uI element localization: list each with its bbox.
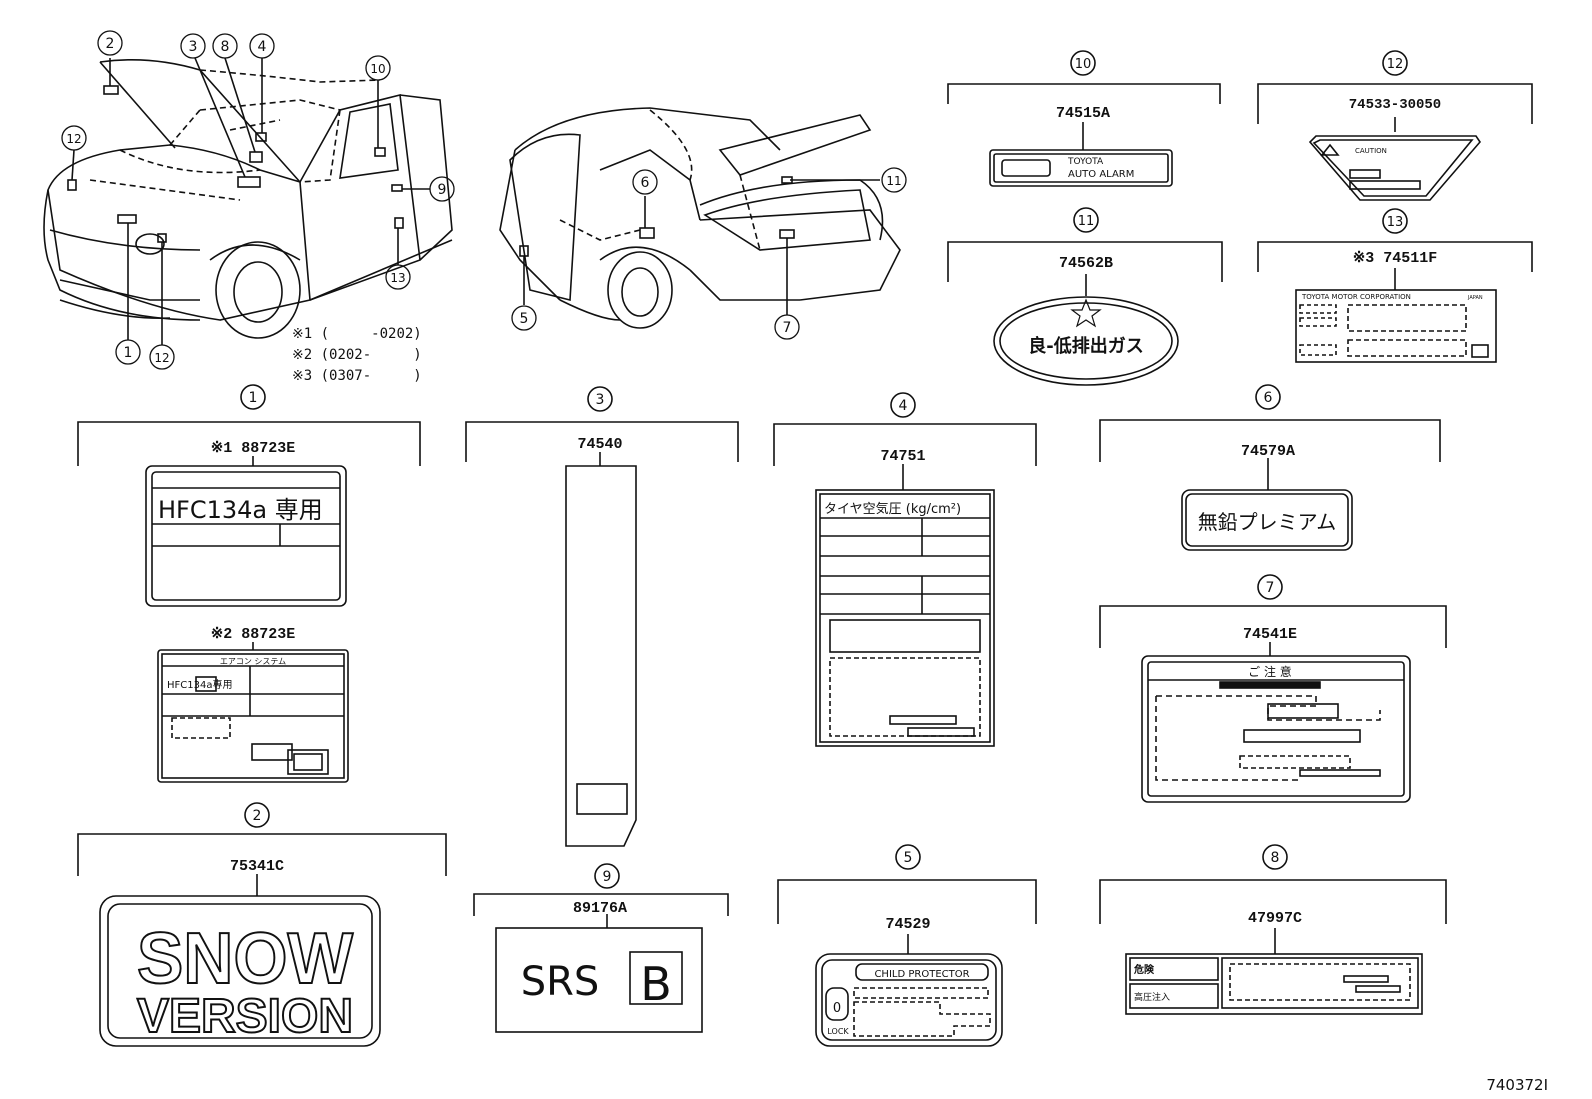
callout-12: 12: [66, 132, 81, 146]
callout-5: 5: [520, 311, 529, 327]
label-toyota: TOYOTA: [1067, 157, 1104, 167]
callout-7: 7: [783, 320, 792, 336]
callout-3: 3: [189, 39, 198, 55]
label-auto-alarm: AUTO ALARM: [1068, 169, 1134, 180]
label-caution-jp: 高圧注入: [1134, 991, 1170, 1003]
callout-10-label: 10: [1075, 57, 1092, 72]
callout-12-label: 12: [1387, 57, 1404, 72]
callout-6-label: 6: [1264, 390, 1273, 406]
part-number-88723E-2: ※2 88723E: [211, 626, 296, 643]
part-number-74579A: 74579A: [1241, 443, 1295, 460]
label-low-emission: 良-低排出ガス: [1028, 335, 1143, 357]
part-5-group: [777, 844, 1037, 1047]
label-japan: JAPAN: [1467, 295, 1483, 301]
callout-2: 2: [106, 36, 115, 52]
legend-note-1: ※1 ( -0202): [292, 326, 422, 342]
part-4-group: [773, 392, 1037, 747]
part-number-74540: 74540: [577, 436, 622, 453]
part-number-74511F: ※3 74511F: [1353, 250, 1438, 267]
figure-id: 740372I: [1486, 1076, 1548, 1094]
callout-4: 4: [258, 39, 267, 55]
callout-8: 8: [221, 39, 230, 55]
callout-7-label: 7: [1266, 580, 1275, 596]
part-number-74541E: 74541E: [1243, 626, 1297, 643]
part-8-group: [1099, 844, 1447, 1015]
part-number-47997C: 47997C: [1248, 910, 1302, 927]
part-number-75341C: 75341C: [230, 858, 284, 875]
label-danger: 危険: [1134, 963, 1155, 976]
callout-3-label: 3: [596, 392, 605, 408]
label-toyota-corp: TOYOTA MOTOR CORPORATION: [1301, 293, 1411, 301]
part-number-88723E-1: ※1 88723E: [211, 440, 296, 457]
callout-4-label: 4: [899, 398, 908, 414]
callout-1: 1: [124, 345, 133, 361]
label-caution: CAUTION: [1355, 147, 1387, 155]
part-9-group: [473, 863, 729, 1033]
part-10-group: [947, 50, 1221, 187]
part-number-74529: 74529: [885, 916, 930, 933]
part-3-group: [465, 386, 739, 847]
callout-5-label: 5: [904, 850, 913, 866]
label-tire-pressure: タイヤ空気圧 (kg/cm²): [824, 501, 961, 517]
label-unleaded-premium: 無鉛プレミアム: [1198, 510, 1337, 534]
part-number-74515A: 74515A: [1056, 105, 1110, 122]
callout-1-label: 1: [249, 390, 258, 406]
label-lock: LOCK: [827, 1027, 849, 1036]
callout-markers: [61, 30, 907, 370]
part-number-89176A: 89176A: [573, 900, 627, 917]
part-2-group: [77, 802, 447, 1047]
callout-2-label: 2: [253, 808, 262, 824]
callout-11: 11: [886, 174, 901, 188]
label-srs-b: B: [640, 957, 672, 1011]
rear-car-illustration: [499, 107, 901, 329]
part-number-74533-30050: 74533-30050: [1349, 97, 1441, 113]
label-child-protector: CHILD PROTECTOR: [874, 969, 969, 980]
callout-9-label: 9: [603, 869, 612, 885]
callout-6: 6: [641, 175, 650, 191]
callout-13-label: 13: [1387, 215, 1404, 230]
part-number-74751: 74751: [880, 448, 925, 465]
label-hfc134a: HFC134a 専用: [158, 496, 323, 524]
part-number-74562B: 74562B: [1059, 255, 1113, 272]
callout-8-label: 8: [1271, 850, 1280, 866]
label-version: VERSION: [137, 990, 353, 1043]
callout-11-label: 11: [1078, 214, 1095, 229]
callout-10: 10: [370, 62, 385, 76]
legend-note-2: ※2 (0202- ): [292, 347, 422, 363]
label-snow: SNOW: [137, 919, 353, 999]
front-car-illustration: [43, 57, 453, 345]
part-7-group: [1099, 574, 1447, 803]
label-srs: SRS: [521, 959, 600, 1005]
label-lock-indicator: 0: [833, 1001, 841, 1016]
callout-13: 13: [390, 271, 405, 285]
part-1-group: [77, 384, 421, 783]
callout-9: 9: [438, 182, 447, 198]
part-13-group: [1257, 208, 1533, 363]
callout-12b: 12: [154, 351, 169, 365]
label-notice: ご 注 意: [1248, 664, 1292, 679]
label-aircon: エアコン システム: [220, 657, 286, 666]
label-hfc134a-small: HFC134a専用: [167, 679, 232, 691]
legend-note-3: ※3 (0307- ): [292, 368, 422, 384]
part-6-group: [1099, 384, 1441, 551]
part-11-group: [947, 207, 1223, 386]
part-12-group: [1257, 50, 1533, 201]
